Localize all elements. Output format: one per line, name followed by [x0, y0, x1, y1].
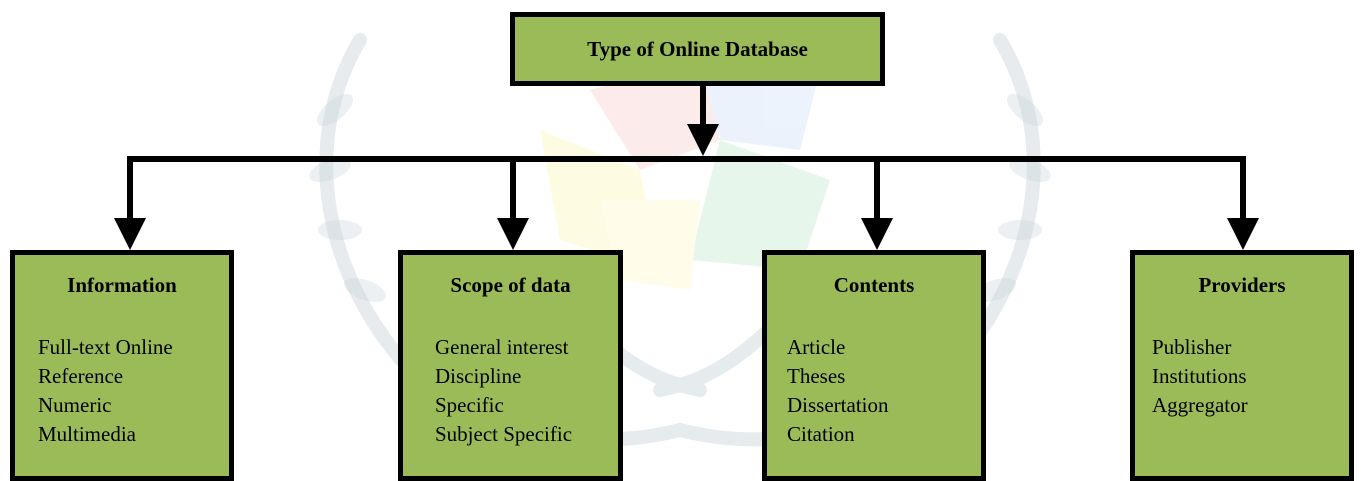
root-box: Type of Online Database — [510, 12, 885, 86]
category-item: Full-text Online — [38, 335, 173, 359]
category-item: Theses — [787, 364, 846, 388]
arrow-root — [687, 124, 719, 156]
category-box-information: Information Full-text Online Reference N… — [10, 250, 234, 481]
category-heading: Information — [67, 273, 177, 297]
category-item: Citation — [787, 422, 855, 446]
category-box-providers: Providers Publisher Institutions Aggrega… — [1130, 250, 1354, 481]
category-item: Subject Specific — [435, 422, 573, 446]
category-item: Dissertation — [787, 393, 889, 417]
category-item-list: General interest Discipline Specific Sub… — [435, 333, 572, 449]
category-item-list: Full-text Online Reference Numeric Multi… — [38, 333, 173, 449]
category-heading: Contents — [833, 273, 915, 297]
category-box-scope-of-data: Scope of data General interest Disciplin… — [398, 250, 623, 481]
category-item: Specific — [435, 393, 504, 417]
arrow-scope — [497, 218, 529, 250]
category-item: Publisher — [1152, 335, 1232, 359]
category-item: Multimedia — [38, 422, 136, 446]
category-item: Discipline — [435, 364, 522, 388]
category-heading: Scope of data — [450, 273, 571, 297]
category-item: General interest — [435, 335, 569, 359]
category-item: Article — [787, 335, 846, 359]
category-item: Institutions — [1152, 364, 1247, 388]
category-item-list: Publisher Institutions Aggregator — [1152, 333, 1248, 420]
arrow-contents — [861, 218, 893, 250]
category-item: Aggregator — [1152, 393, 1248, 417]
arrow-providers — [1227, 218, 1259, 250]
category-item-list: Article Theses Dissertation Citation — [787, 333, 888, 449]
category-item: Reference — [38, 364, 124, 388]
root-title: Type of Online Database — [587, 36, 808, 61]
arrow-information — [114, 218, 146, 250]
category-heading: Providers — [1198, 273, 1286, 297]
category-box-contents: Contents Article Theses Dissertation Cit… — [762, 250, 986, 481]
category-item: Numeric — [38, 393, 112, 417]
